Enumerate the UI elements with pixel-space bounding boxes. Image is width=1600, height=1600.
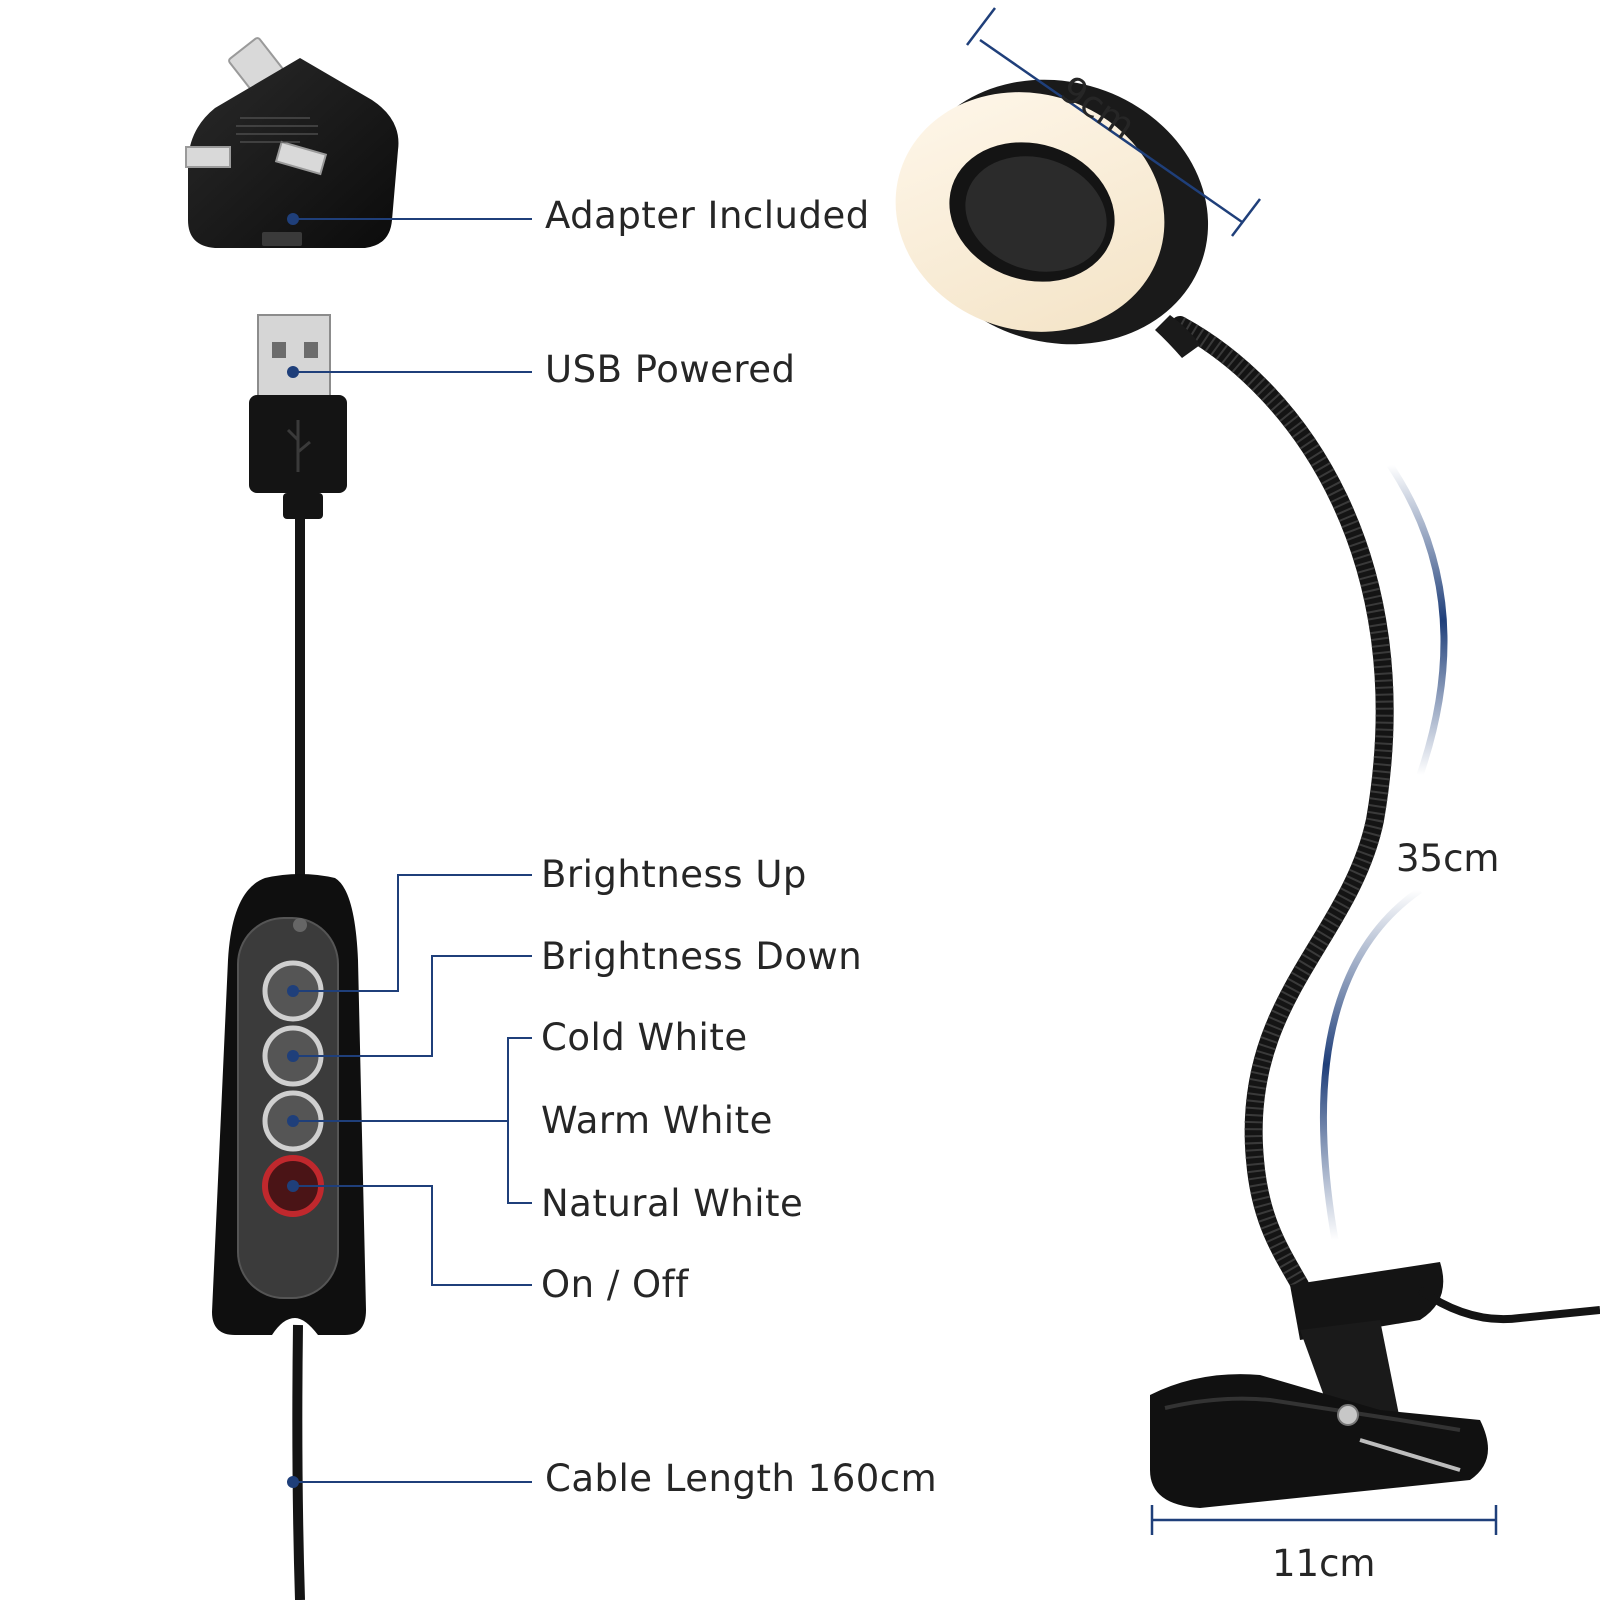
neck-arc-lower bbox=[1319, 887, 1422, 1241]
usb-connector bbox=[249, 314, 347, 519]
inline-controller bbox=[212, 874, 366, 1335]
callout-dots bbox=[287, 213, 299, 1488]
label-cable-length: Cable Length 160cm bbox=[545, 1457, 938, 1500]
ring-lamp-head bbox=[895, 79, 1209, 358]
label-warm-white: Warm White bbox=[541, 1099, 773, 1142]
usb-cable-lower bbox=[292, 1324, 305, 1600]
label-brightness-up: Brightness Up bbox=[541, 853, 807, 896]
label-adapter-included: Adapter Included bbox=[545, 194, 870, 237]
label-cold-white: Cold White bbox=[541, 1016, 748, 1059]
label-on-off: On / Off bbox=[541, 1263, 689, 1306]
uk-plug-adapter bbox=[185, 37, 399, 248]
label-brightness-down: Brightness Down bbox=[541, 935, 863, 978]
callout-lines bbox=[293, 218, 532, 1483]
dimension-neck-length: 35cm bbox=[1396, 837, 1500, 880]
neck-arc-upper bbox=[1387, 463, 1448, 777]
label-usb-powered: USB Powered bbox=[545, 348, 796, 391]
label-natural-white: Natural White bbox=[541, 1182, 804, 1225]
dimension-lines bbox=[966, 7, 1498, 1535]
clamp-base bbox=[1150, 1262, 1600, 1508]
dimension-clip-width: 11cm bbox=[1272, 1542, 1376, 1585]
gooseneck bbox=[1171, 316, 1394, 1294]
